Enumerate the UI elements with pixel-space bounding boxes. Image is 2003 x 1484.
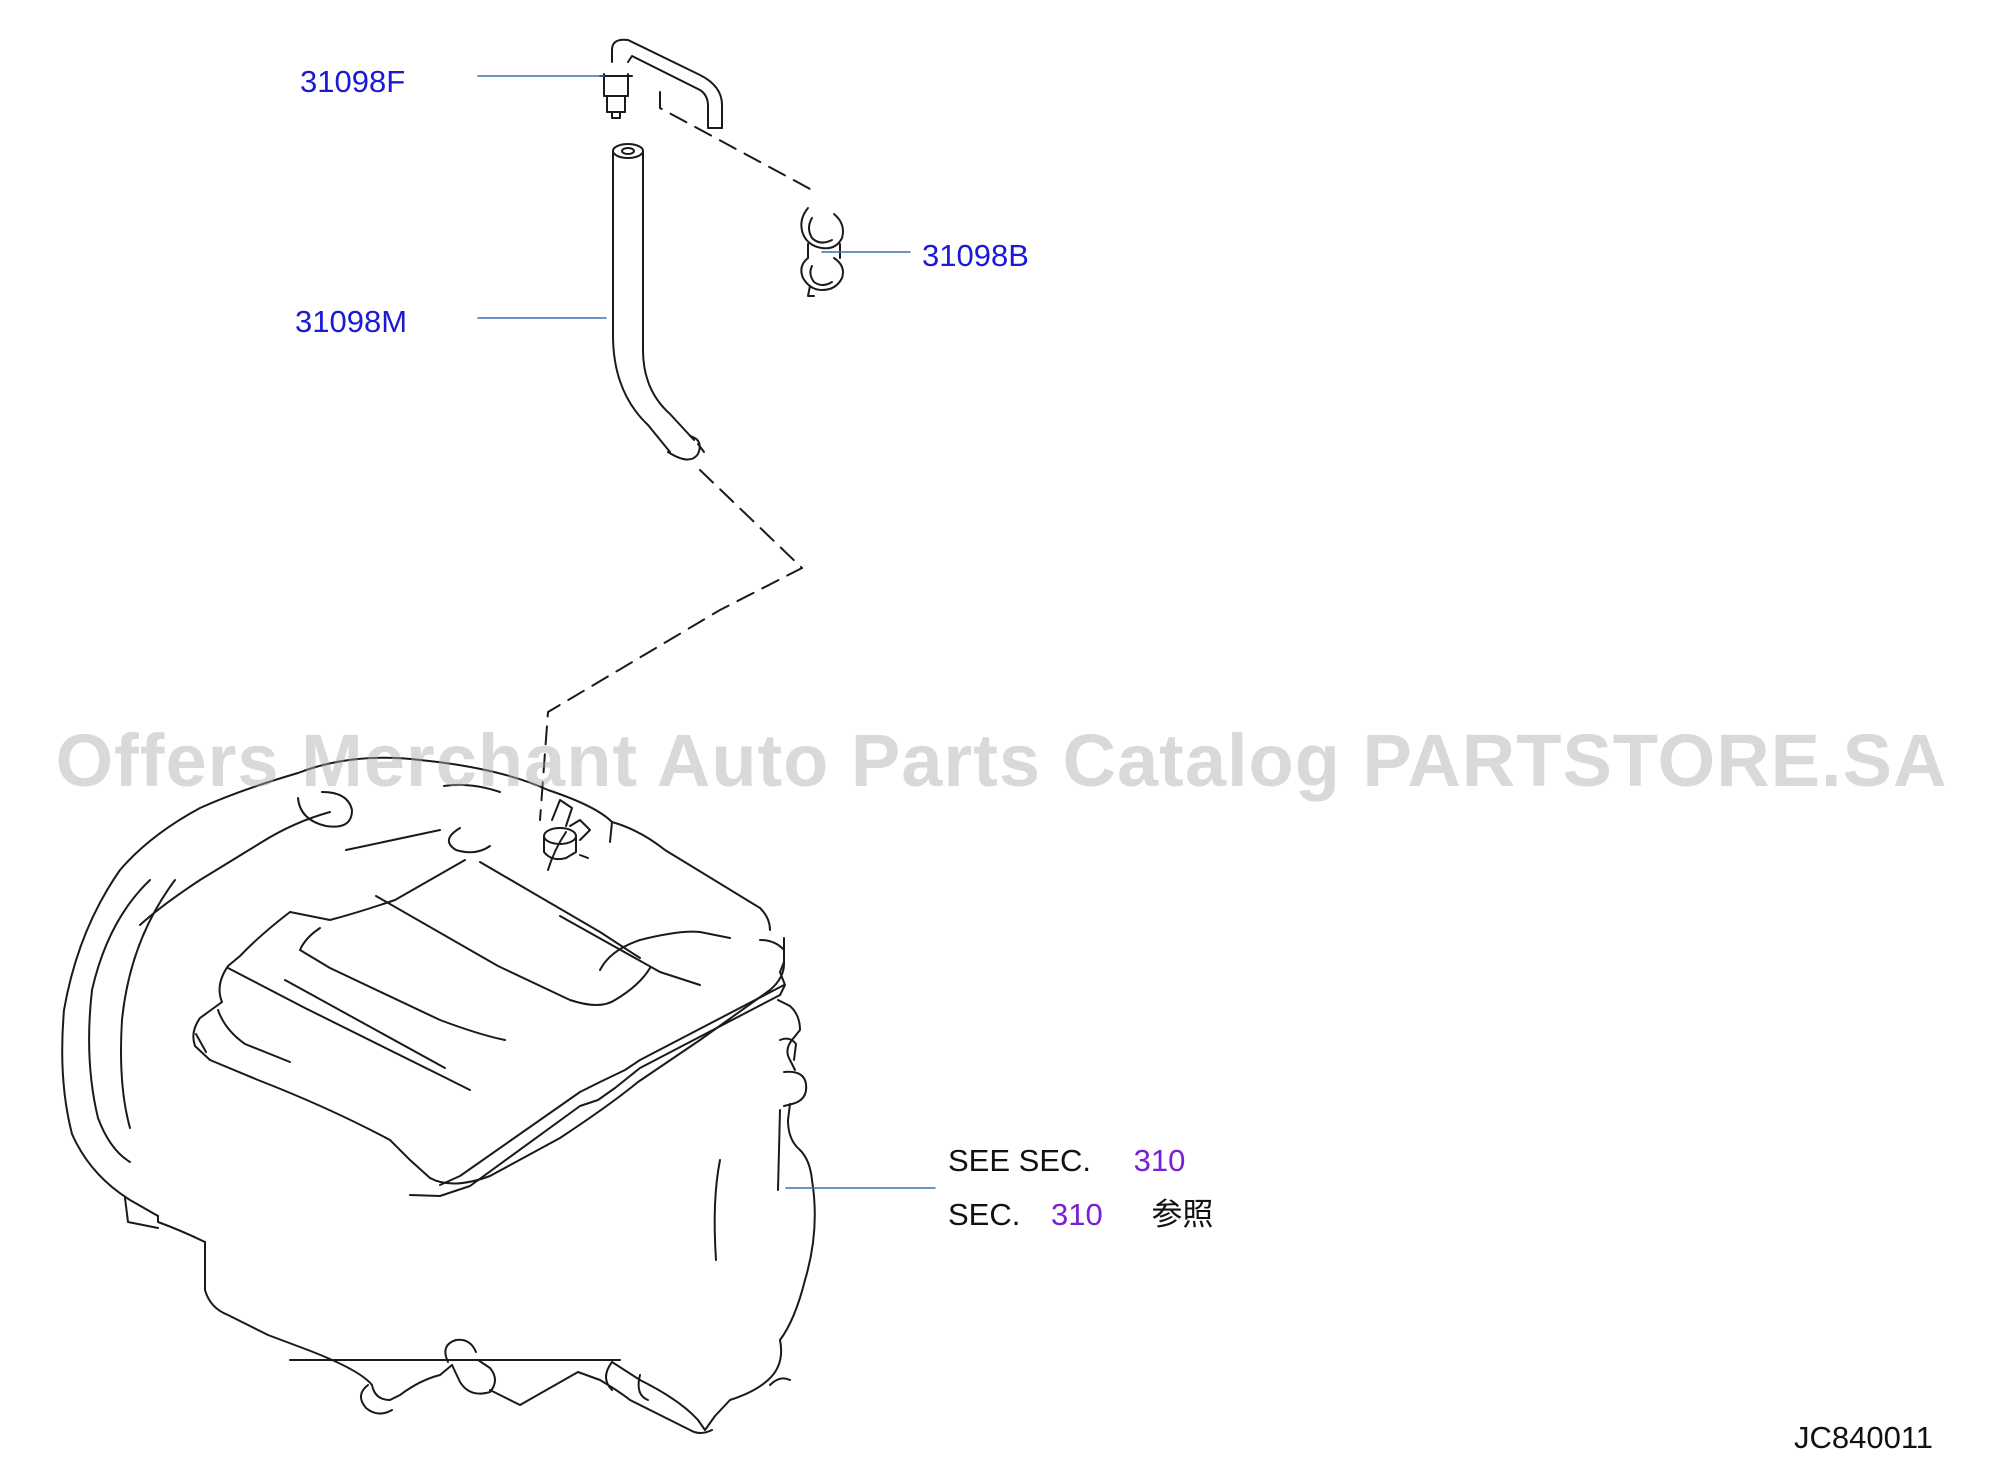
section-link-310[interactable]: 310: [1133, 1143, 1186, 1178]
part-label-31098F[interactable]: 31098F: [300, 64, 406, 99]
leader-lines: [477, 75, 936, 1189]
upper-hose: [611, 38, 723, 129]
part-label-31098M[interactable]: 31098M: [295, 304, 408, 339]
connector-fitting: [599, 73, 633, 119]
vertical-hose: [612, 143, 705, 461]
sec-text: SEC.: [948, 1197, 1021, 1232]
see-sec-text: SEE SEC.: [948, 1143, 1091, 1178]
engine-pcv-port: [543, 799, 577, 861]
section-reference-line-1: SEE SEC. 310: [948, 1143, 1185, 1179]
hose-clamp: [800, 207, 844, 297]
engine-assembly: [61, 756, 816, 1434]
routing-dashed-lines: [539, 91, 813, 821]
section-link-310-jp[interactable]: 310: [1050, 1197, 1103, 1232]
watermark: Offers Merchant Auto Parts Catalog PARTS…: [55, 719, 1948, 802]
section-reference-line-2: SEC. 310 参照: [948, 1197, 1213, 1233]
part-label-31098B[interactable]: 31098B: [922, 238, 1029, 273]
diagram-code: JC840011: [1793, 1420, 1933, 1455]
reference-suffix: 参照: [1151, 1197, 1214, 1232]
